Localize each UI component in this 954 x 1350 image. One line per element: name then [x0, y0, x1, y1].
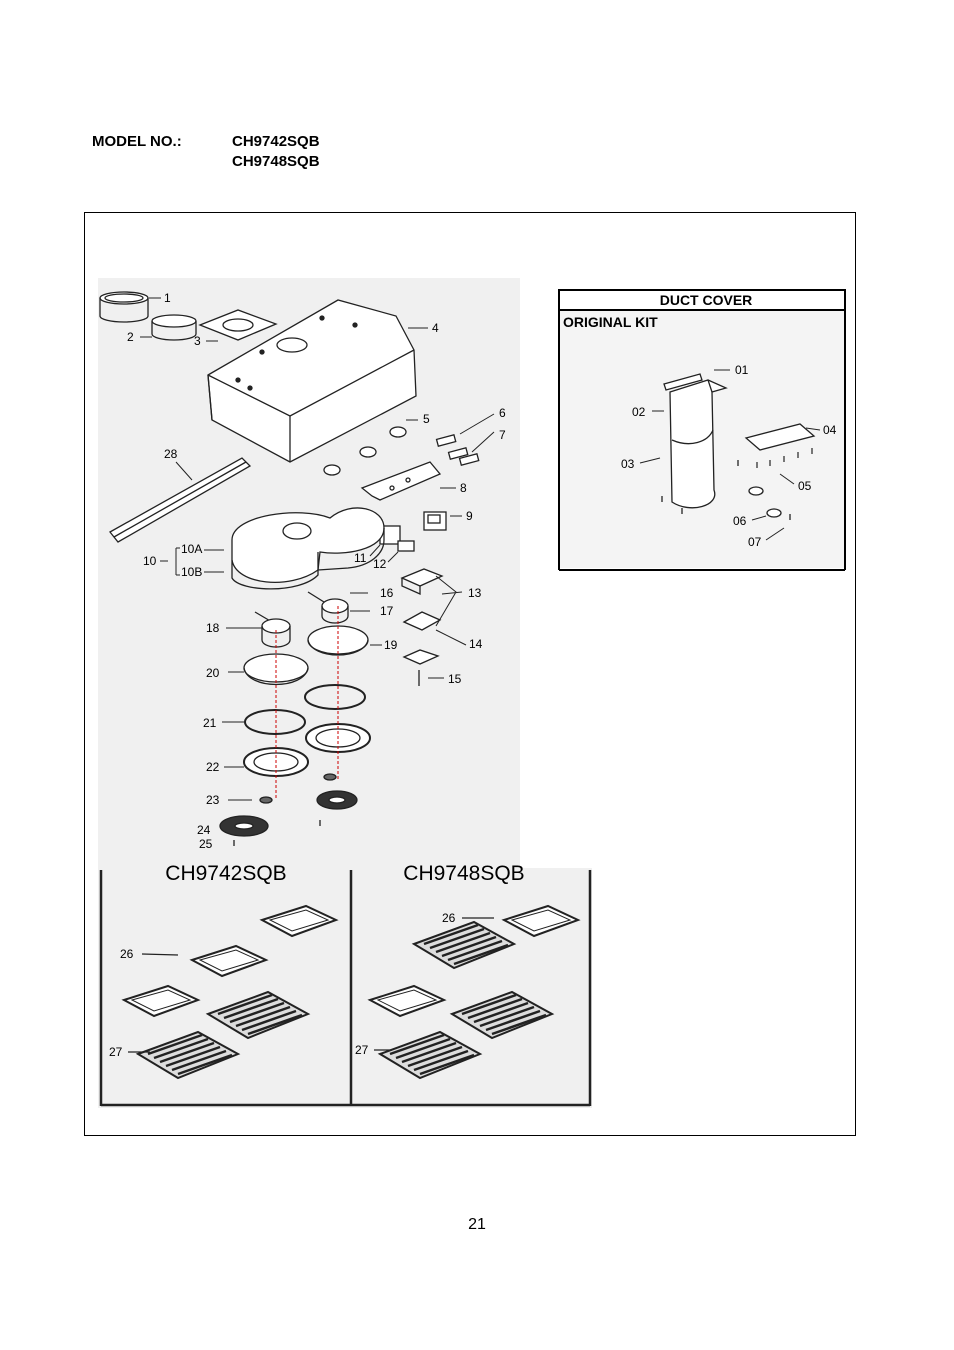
- part-hood-body: [207, 299, 417, 463]
- duct-label-03: 03: [621, 457, 635, 471]
- label-2: 2: [127, 330, 134, 344]
- part-blower-housing: [231, 507, 385, 590]
- label-25: 25: [199, 837, 213, 851]
- part-filter-rail: [109, 457, 252, 543]
- label-3: 3: [194, 334, 201, 348]
- label-7: 7: [499, 428, 506, 442]
- duct-label-04: 04: [823, 423, 837, 437]
- filter-right-label-27: 27: [355, 1043, 369, 1057]
- model-label: MODEL NO.:: [92, 133, 182, 150]
- duct-cover-title-box: [558, 289, 846, 311]
- filter-leader-lines: [128, 917, 494, 1053]
- diagram-frame: [84, 212, 856, 1136]
- duct-label-01: 01: [735, 363, 749, 377]
- label-15: 15: [448, 672, 462, 686]
- duct-label-05: 05: [798, 479, 812, 493]
- part-number-labels: 1 2 3 4 5 6 7 8 9 10 10A 10B 11 12 13 14…: [127, 291, 506, 851]
- duct-cover-labels: 01 02 03 04 05 06 07: [621, 363, 837, 549]
- page-number: 21: [468, 1216, 486, 1233]
- part-duct-ring: [151, 314, 197, 341]
- part-transformer: [423, 511, 447, 531]
- label-4: 4: [432, 321, 439, 335]
- duct-cover-title: DUCT COVER: [660, 292, 753, 308]
- label-14: 14: [469, 637, 483, 651]
- part-grilles: [219, 773, 358, 846]
- filter-left-label-26: 26: [120, 947, 134, 961]
- filter-labels: 26 27 26 27: [109, 911, 456, 1059]
- label-13: 13: [468, 586, 482, 600]
- filter-right-title: CH9748SQB: [403, 862, 524, 885]
- label-9: 9: [466, 509, 473, 523]
- part-rings: [244, 684, 366, 735]
- label-18: 18: [206, 621, 220, 635]
- label-1: 1: [164, 291, 171, 305]
- exploded-view: [99, 291, 480, 846]
- part-control-knobs: [323, 426, 407, 476]
- duct-label-02: 02: [632, 405, 646, 419]
- model-number-2: CH9748SQB: [232, 153, 320, 170]
- duct-label-06: 06: [733, 514, 747, 528]
- duct-cover-subtitle: ORIGINAL KIT: [563, 314, 658, 330]
- duct-label-07: 07: [748, 535, 762, 549]
- label-10: 10: [143, 554, 157, 568]
- duct-leader-lines: [639, 369, 821, 541]
- label-20: 20: [206, 666, 220, 680]
- label-21: 21: [203, 716, 217, 730]
- label-19: 19: [384, 638, 398, 652]
- label-16: 16: [380, 586, 394, 600]
- label-17: 17: [380, 604, 394, 618]
- filter-section: CH9742SQB CH9748SQB: [99, 862, 592, 1107]
- alignment-lines: [275, 606, 339, 800]
- label-24: 24: [197, 823, 211, 837]
- label-10a: 10A: [181, 542, 202, 556]
- label-6: 6: [499, 406, 506, 420]
- label-23: 23: [206, 793, 220, 807]
- label-5: 5: [423, 412, 430, 426]
- filter-right-label-26: 26: [442, 911, 456, 925]
- label-28: 28: [164, 447, 178, 461]
- filter-left-label-27: 27: [109, 1045, 123, 1059]
- duct-cover-drawing: [661, 373, 816, 520]
- label-10b: 10B: [181, 565, 202, 579]
- filter-left-title: CH9742SQB: [165, 862, 286, 885]
- label-11: 11: [354, 551, 367, 565]
- part-control-bracket: [360, 461, 442, 501]
- leader-lines: [140, 297, 495, 801]
- model-number-1: CH9742SQB: [232, 133, 320, 150]
- part-duct-collar: [99, 291, 149, 323]
- label-8: 8: [460, 481, 467, 495]
- label-12: 12: [373, 557, 387, 571]
- part-light-housing: [400, 568, 444, 686]
- part-mounting-plate: [198, 309, 278, 341]
- part-switches: [435, 433, 480, 466]
- duct-cover-box: DUCT COVER ORIGINAL KIT: [558, 289, 846, 571]
- label-22: 22: [206, 760, 220, 774]
- part-motors: [254, 591, 349, 648]
